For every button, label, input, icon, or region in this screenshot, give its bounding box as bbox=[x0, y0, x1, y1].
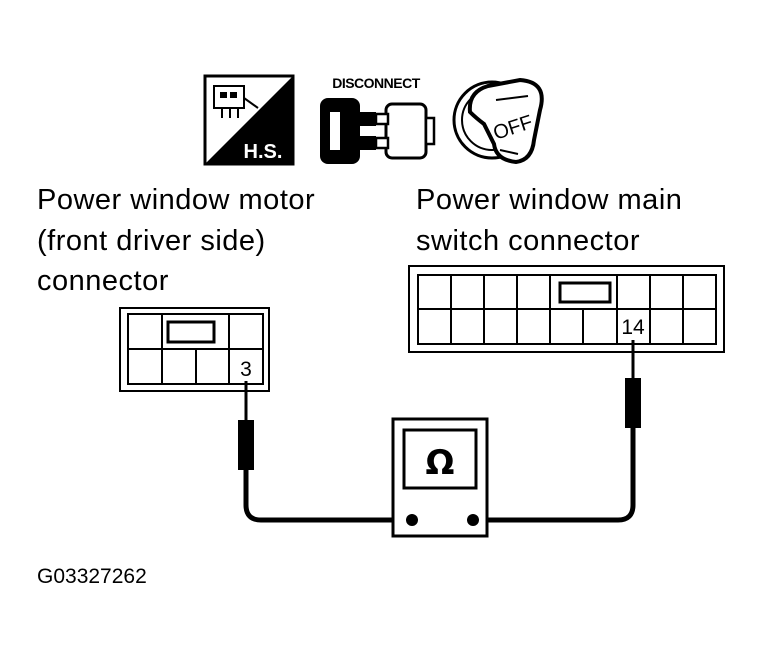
left-label-line-1: Power window motor bbox=[37, 184, 315, 216]
left-connector: 3 bbox=[119, 307, 270, 392]
right-label-line-2: switch connector bbox=[416, 225, 640, 257]
figure-code: G03327262 bbox=[37, 565, 147, 588]
ohmmeter: Ω bbox=[391, 417, 489, 538]
right-connector: 14 bbox=[408, 265, 725, 353]
right-label-line-1: Power window main bbox=[416, 184, 682, 216]
harness-side-label: H.S. bbox=[244, 141, 283, 163]
right-pin-number: 14 bbox=[621, 316, 645, 339]
disconnect-icon: DISCONNECT bbox=[320, 75, 436, 164]
meter-terminal-left bbox=[406, 514, 418, 526]
ohm-symbol: Ω bbox=[426, 443, 455, 483]
disconnect-label: DISCONNECT bbox=[332, 75, 421, 91]
left-label-line-3: connector bbox=[37, 265, 169, 297]
left-connector-label: Power window motor (front driver side) c… bbox=[37, 184, 315, 297]
left-pin-number: 3 bbox=[240, 358, 252, 381]
right-connector-label: Power window main switch connector bbox=[416, 184, 682, 257]
right-probe bbox=[473, 340, 641, 523]
meter-terminal-right bbox=[467, 514, 479, 526]
ignition-key-off-icon: OFF bbox=[452, 77, 544, 165]
harness-side-icon: H.S. bbox=[203, 74, 295, 166]
left-label-line-2: (front driver side) bbox=[37, 225, 266, 257]
left-probe bbox=[238, 381, 412, 523]
